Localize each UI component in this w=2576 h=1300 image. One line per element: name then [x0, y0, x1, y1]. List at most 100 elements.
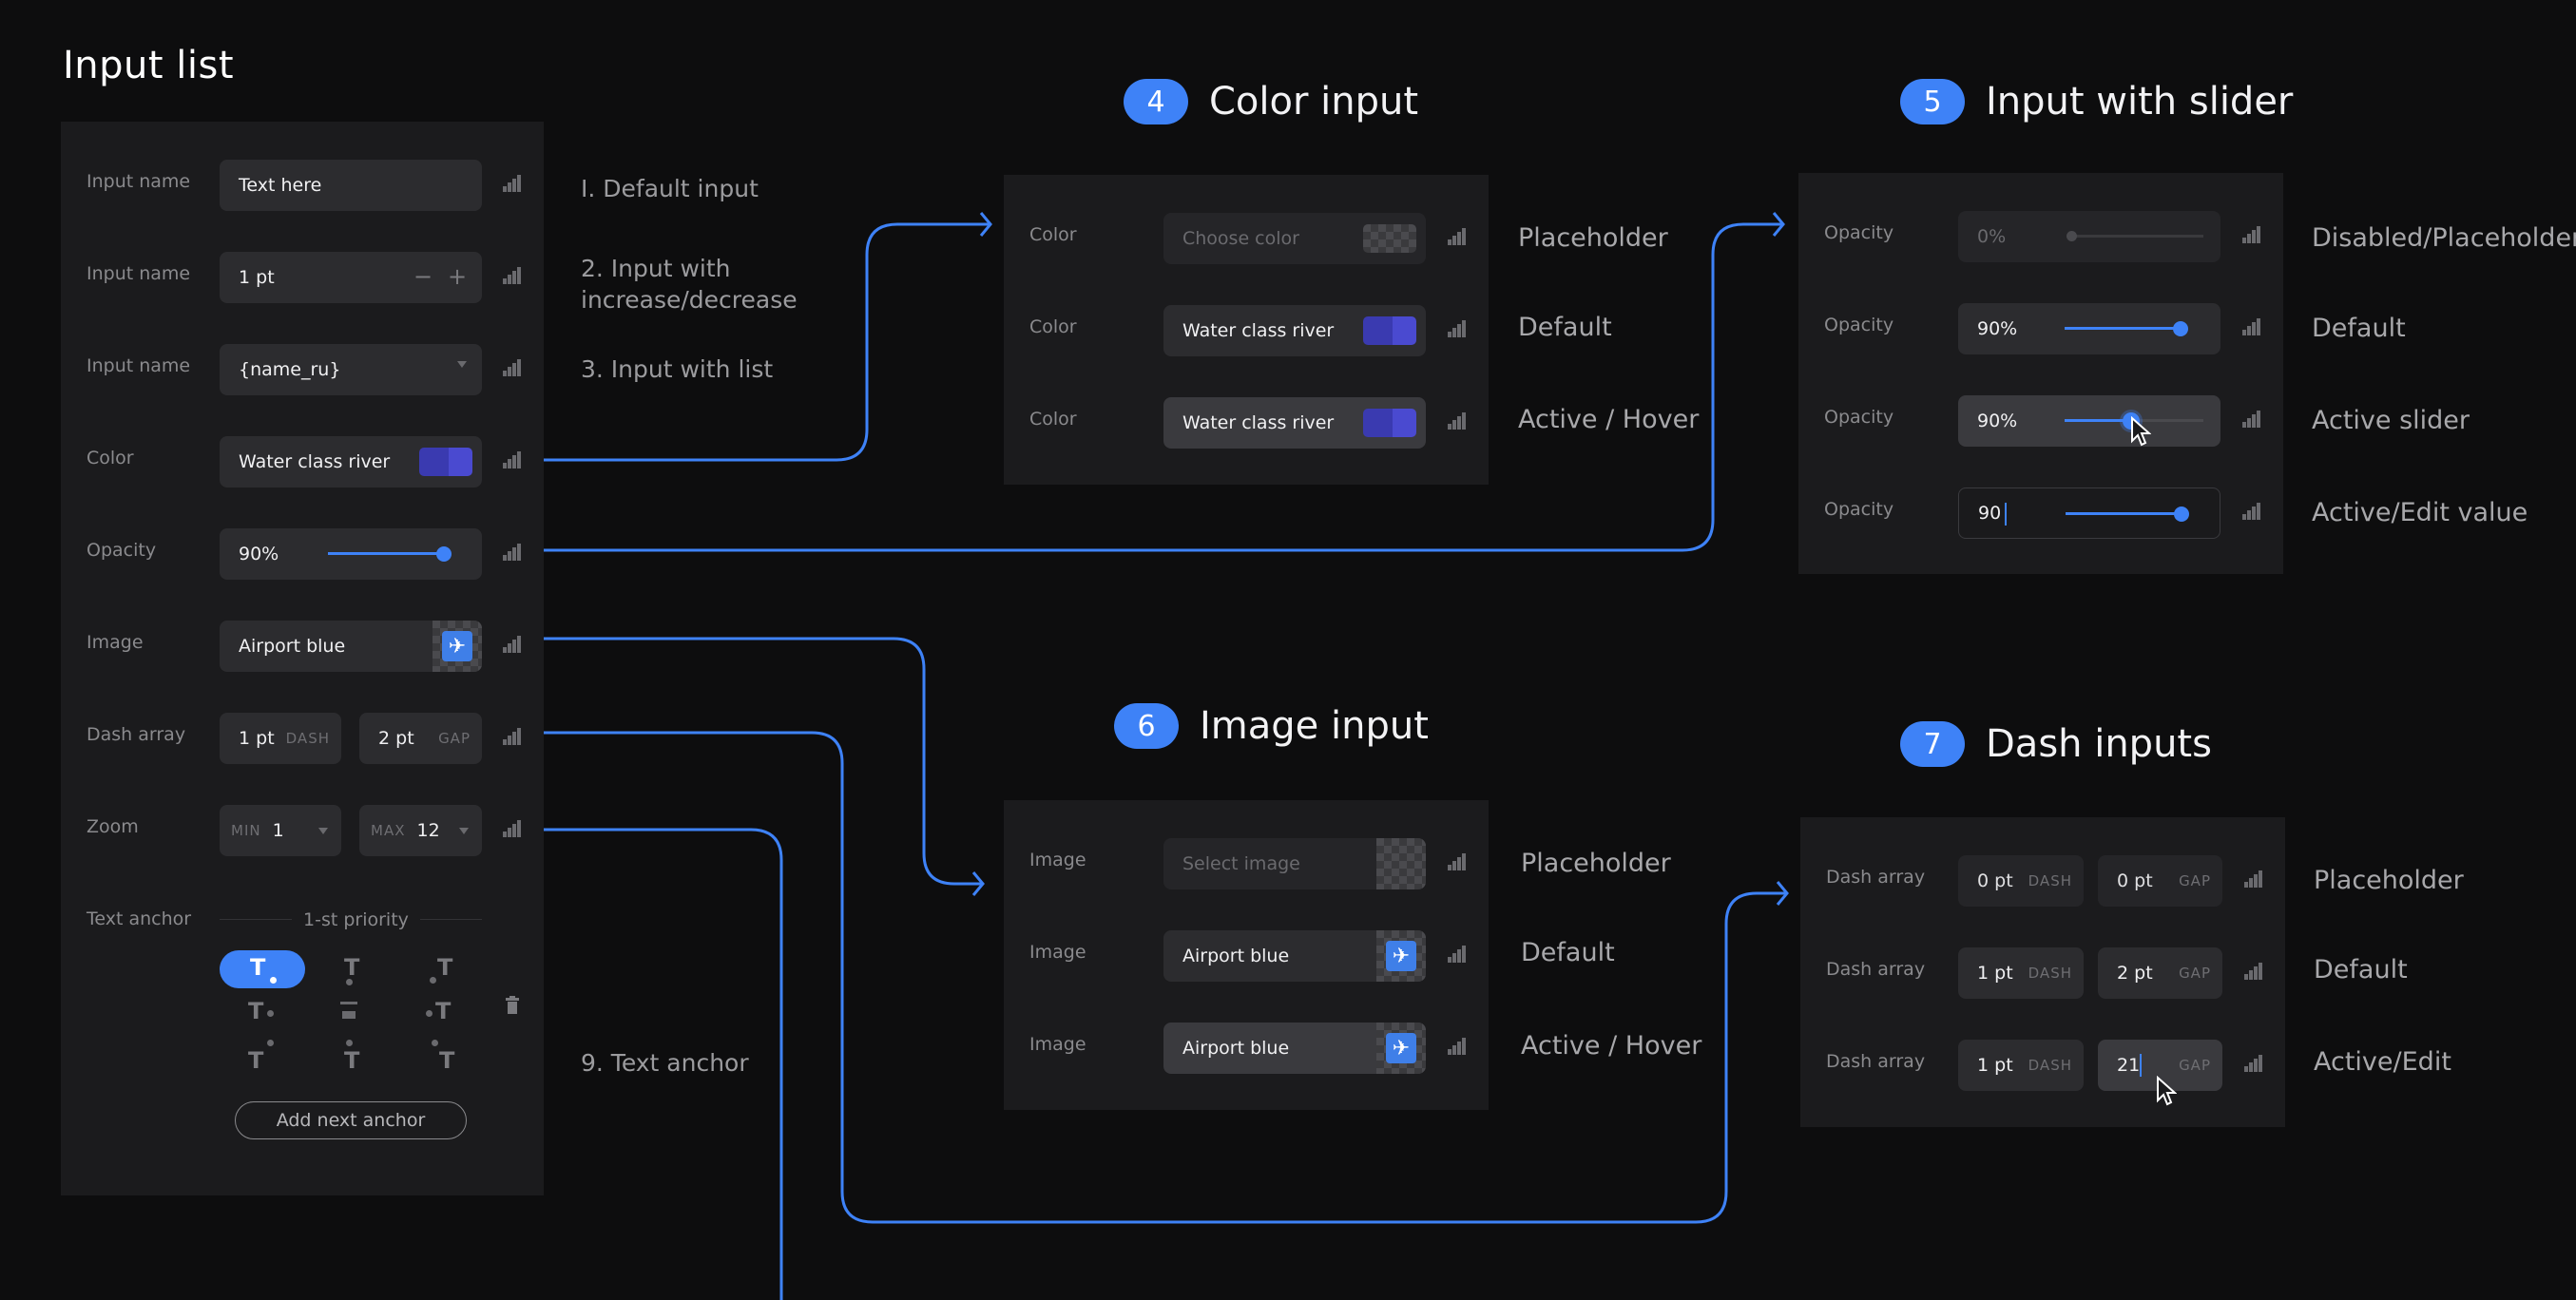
stepper-input[interactable]: 1 pt − + — [220, 252, 482, 303]
dash-input-placeholder[interactable]: 0 pt DASH — [1958, 855, 2084, 907]
slider-input-default[interactable]: 90% — [1958, 303, 2220, 354]
row-label: Opacity — [1824, 222, 1894, 243]
anchor-option[interactable] — [310, 994, 395, 1032]
row-label: Dash array — [87, 724, 186, 745]
opacity-value: 90% — [239, 544, 279, 564]
signal-icon[interactable] — [1448, 320, 1467, 337]
slider-knob[interactable] — [2174, 507, 2189, 522]
state-label: Placeholder — [2314, 866, 2464, 895]
chevron-down-icon[interactable] — [318, 828, 328, 834]
signal-icon[interactable] — [1448, 853, 1467, 870]
slider-knob[interactable] — [2173, 321, 2188, 336]
signal-icon[interactable] — [2244, 870, 2263, 888]
opacity-input[interactable]: 90% — [220, 528, 482, 580]
image-thumbnail[interactable]: ✈ — [1376, 930, 1426, 982]
color-swatch[interactable] — [419, 448, 472, 476]
signal-icon[interactable] — [2242, 411, 2261, 428]
signal-icon[interactable] — [2242, 318, 2261, 335]
add-next-anchor-button[interactable]: Add next anchor — [235, 1101, 467, 1139]
slider-value: 90 — [1978, 503, 2002, 524]
anchor-option[interactable]: T — [220, 1038, 305, 1076]
signal-icon[interactable] — [2244, 963, 2263, 980]
color-input-default[interactable]: Water class river — [1163, 305, 1426, 356]
select-input[interactable]: {name_ru} — [220, 344, 482, 395]
slider-input-active[interactable]: 90% — [1958, 395, 2220, 447]
row-label: Opacity — [1824, 315, 1894, 335]
gap-input[interactable]: 2 pt GAP — [359, 713, 482, 764]
increase-button[interactable]: + — [448, 263, 468, 290]
anchor-option[interactable]: T — [220, 994, 305, 1032]
trash-icon[interactable] — [505, 996, 520, 1015]
empty-image-thumbnail[interactable] — [1376, 838, 1426, 889]
text-input[interactable]: Text here — [220, 160, 482, 211]
color-swatch[interactable] — [1363, 409, 1416, 437]
anchor-option-selected[interactable]: T — [220, 950, 305, 988]
slider-knob[interactable] — [2067, 231, 2077, 241]
chevron-down-icon[interactable] — [457, 361, 467, 368]
signal-icon[interactable] — [503, 451, 522, 468]
signal-icon[interactable] — [2242, 226, 2261, 243]
cursor-icon — [2131, 416, 2151, 447]
color-swatch[interactable] — [1363, 316, 1416, 345]
state-label: Active / Hover — [1518, 405, 1700, 434]
decrease-button[interactable]: − — [413, 263, 433, 290]
row-label: Image — [1029, 850, 1086, 870]
section-number-badge: 4 — [1124, 79, 1188, 124]
image-input-placeholder[interactable]: Select image — [1163, 838, 1426, 889]
signal-icon[interactable] — [1448, 412, 1467, 430]
min-tag: MIN — [231, 822, 261, 839]
anchor-option[interactable]: T — [399, 1038, 485, 1076]
gap-tag: GAP — [2179, 872, 2211, 889]
slider-knob[interactable] — [436, 546, 452, 562]
anchor-option[interactable]: T — [310, 950, 395, 988]
slider-input-panel: Opacity 0% Opacity 90% Opacity 90% Opaci… — [1798, 173, 2283, 574]
dash-input-active[interactable]: 1 pt DASH — [1958, 1040, 2084, 1091]
image-thumbnail[interactable]: ✈ — [433, 621, 482, 672]
signal-icon[interactable] — [1448, 1038, 1467, 1055]
color-input-active[interactable]: Water class river — [1163, 397, 1426, 449]
zoom-min-select[interactable]: MIN 1 — [220, 805, 341, 856]
section-title: Input with slider — [1986, 80, 2294, 124]
slider-track — [2131, 419, 2203, 422]
section-title: Color input — [1209, 80, 1419, 124]
dash-tag: DASH — [285, 730, 330, 747]
dash-input-default[interactable]: 1 pt DASH — [1958, 947, 2084, 999]
slider-input-edit[interactable]: 90 — [1958, 488, 2220, 539]
signal-icon[interactable] — [503, 359, 522, 376]
image-thumbnail[interactable]: ✈ — [1376, 1023, 1426, 1074]
note-increase-decrease: 2. Input with increase/decrease — [581, 255, 798, 314]
anchor-option[interactable]: T — [399, 950, 485, 988]
signal-icon[interactable] — [503, 636, 522, 653]
signal-icon[interactable] — [503, 820, 522, 837]
anchor-option[interactable]: T — [310, 1038, 395, 1076]
empty-swatch[interactable] — [1363, 224, 1416, 253]
image-input-panel: Image Select image Image Airport blue ✈ … — [1004, 800, 1489, 1110]
signal-icon[interactable] — [503, 175, 522, 192]
anchor-bar-icon — [340, 1002, 357, 1004]
image-input-default[interactable]: Airport blue ✈ — [1163, 930, 1426, 982]
gap-input-placeholder[interactable]: 0 pt GAP — [2098, 855, 2222, 907]
color-input-placeholder[interactable]: Choose color — [1163, 213, 1426, 264]
image-input-active[interactable]: Airport blue ✈ — [1163, 1023, 1426, 1074]
plane-icon: ✈ — [442, 631, 472, 661]
signal-icon[interactable] — [2242, 503, 2261, 520]
color-input[interactable]: Water class river — [220, 436, 482, 488]
signal-icon[interactable] — [2244, 1055, 2263, 1072]
chevron-down-icon[interactable] — [459, 828, 469, 834]
slider-input-disabled[interactable]: 0% — [1958, 211, 2220, 262]
signal-icon[interactable] — [1448, 228, 1467, 245]
stepper-value: 1 pt — [239, 267, 275, 288]
anchor-t-icon: T — [248, 998, 264, 1024]
gap-input-default[interactable]: 2 pt GAP — [2098, 947, 2222, 999]
signal-icon[interactable] — [503, 267, 522, 284]
cursor-icon — [2157, 1076, 2177, 1106]
signal-icon[interactable] — [503, 728, 522, 745]
signal-icon[interactable] — [503, 544, 522, 561]
signal-icon[interactable] — [1448, 946, 1467, 963]
row-label: Image — [1029, 942, 1086, 963]
anchor-option[interactable]: T — [399, 994, 485, 1032]
dash-input[interactable]: 1 pt DASH — [220, 713, 341, 764]
image-input[interactable]: Airport blue ✈ — [220, 621, 482, 672]
zoom-max-select[interactable]: MAX 12 — [359, 805, 482, 856]
